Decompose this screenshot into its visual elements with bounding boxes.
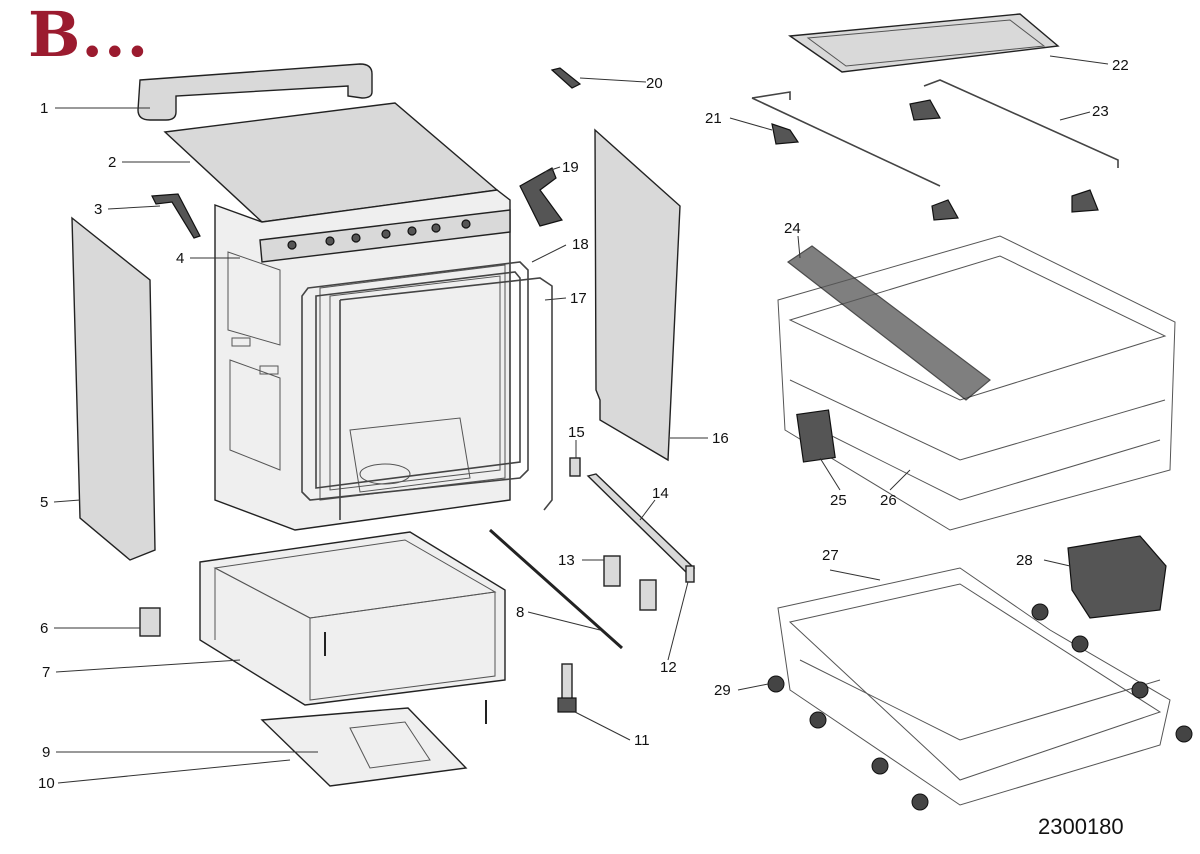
part-labels: 1 2 3 4 5 6 7 8 9 10 11 12 13 14 15 16 1… bbox=[38, 57, 1129, 792]
label-26: 26 bbox=[880, 492, 897, 509]
part-25-clip bbox=[796, 409, 836, 463]
label-4: 4 bbox=[176, 250, 184, 267]
part-20-clip bbox=[550, 67, 582, 89]
label-6: 6 bbox=[40, 620, 48, 637]
label-20: 20 bbox=[646, 75, 663, 92]
part-3-bracket bbox=[151, 193, 201, 239]
part-16-side-panel-right bbox=[594, 128, 681, 462]
part-26-upper-basket bbox=[777, 235, 1176, 531]
part-12-pin bbox=[685, 565, 695, 583]
label-13: 13 bbox=[558, 552, 575, 569]
part-24-fold-rack bbox=[786, 245, 991, 401]
part-29-wheels bbox=[767, 603, 1193, 811]
label-27: 27 bbox=[822, 547, 839, 564]
label-29: 29 bbox=[714, 682, 731, 699]
label-16: 16 bbox=[712, 430, 729, 447]
label-18: 18 bbox=[572, 236, 589, 253]
label-21: 21 bbox=[705, 110, 722, 127]
label-23: 23 bbox=[1092, 103, 1109, 120]
part-13-hinges bbox=[603, 555, 657, 611]
label-15: 15 bbox=[568, 424, 585, 441]
label-7: 7 bbox=[42, 664, 50, 681]
part-5-side-panel-left bbox=[71, 216, 156, 561]
part-1-top-trim bbox=[137, 63, 373, 121]
part-21-rail-fittings bbox=[771, 99, 1099, 221]
part-4-cabinet bbox=[214, 189, 511, 531]
part-17-18-gasket bbox=[301, 261, 553, 520]
label-2: 2 bbox=[108, 154, 116, 171]
label-22: 22 bbox=[1112, 57, 1129, 74]
label-28: 28 bbox=[1016, 552, 1033, 569]
part-10-base-plate bbox=[260, 707, 468, 787]
label-5: 5 bbox=[40, 494, 48, 511]
label-19: 19 bbox=[562, 159, 579, 176]
label-17: 17 bbox=[570, 290, 587, 307]
label-10: 10 bbox=[38, 775, 55, 792]
label-1: 1 bbox=[40, 100, 48, 117]
diagram-code: 2300180 bbox=[1038, 814, 1124, 839]
label-24: 24 bbox=[784, 220, 801, 237]
part-23-rail-wire bbox=[751, 79, 1119, 187]
part-8-rod bbox=[489, 528, 623, 650]
label-8: 8 bbox=[516, 604, 524, 621]
part-28-cutlery-basket bbox=[1067, 535, 1167, 619]
label-11: 11 bbox=[634, 732, 650, 749]
label-12: 12 bbox=[660, 659, 677, 676]
page-heading: B... bbox=[28, 0, 150, 71]
label-3: 3 bbox=[94, 201, 102, 218]
leader-lines bbox=[53, 55, 1109, 784]
label-9: 9 bbox=[42, 744, 50, 761]
part-15-clip bbox=[569, 457, 581, 477]
part-7-base bbox=[199, 531, 506, 706]
part-11-foot bbox=[557, 663, 577, 713]
label-14: 14 bbox=[652, 485, 669, 502]
part-22-cutlery-tray bbox=[788, 13, 1060, 73]
part-27-lower-basket bbox=[777, 567, 1171, 806]
part-19-bracket bbox=[519, 167, 564, 227]
part-6-clip bbox=[139, 607, 161, 637]
label-25: 25 bbox=[830, 492, 847, 509]
